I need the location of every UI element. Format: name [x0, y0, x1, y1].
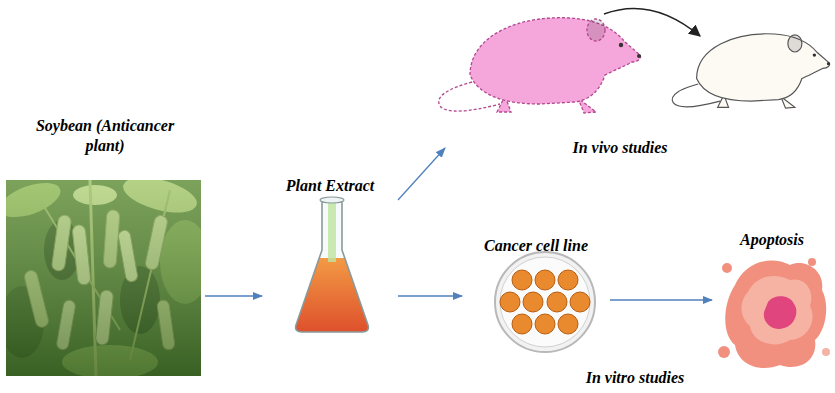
- pink-rat: [439, 18, 641, 113]
- extract-flask: Plant Extract: [262, 170, 398, 336]
- apoptosis-cell: Apoptosis: [712, 226, 832, 378]
- flow-arrow: [610, 299, 712, 300]
- node-label: Plant Extract: [262, 176, 398, 196]
- study-label: In vitro studies: [560, 368, 710, 388]
- flask: [290, 196, 374, 338]
- node-label: Cancer cell line: [462, 236, 610, 256]
- apoptotic-cell: [718, 258, 830, 368]
- animal-study: In vivo studies: [445, 2, 832, 162]
- node-label: Apoptosis: [712, 230, 832, 250]
- node-label: Soybean (Anticancer plant): [30, 116, 180, 156]
- white-rat: [672, 34, 830, 108]
- cell-culture-dish: Cancer cell line: [462, 232, 610, 354]
- soybean-photo: [6, 180, 201, 376]
- flow-arrow: [205, 295, 262, 296]
- flow-arrow: [398, 295, 462, 296]
- flow-arrow: [398, 148, 445, 200]
- plant-photo: Soybean (Anticancer plant): [5, 112, 205, 378]
- curved-arrow: [604, 8, 700, 36]
- node-label: In vivo studies: [545, 138, 695, 158]
- petri-dish: [495, 252, 595, 352]
